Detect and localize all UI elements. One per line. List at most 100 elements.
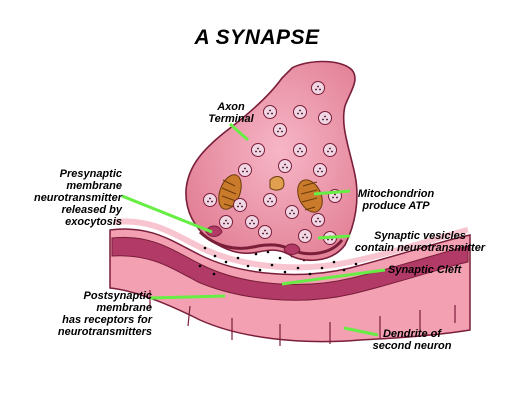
vesicle [293, 143, 307, 157]
vesicle-neurotransmitter [299, 109, 301, 112]
vesicle [323, 143, 337, 157]
vesicle-neurotransmitter [284, 163, 286, 166]
vesicle-neurotransmitter [264, 229, 266, 232]
vesicle-neurotransmitter [251, 219, 253, 222]
vesicle [313, 163, 327, 177]
vesicle-neurotransmitter [327, 150, 329, 153]
label-mitochondrion: Mitochondrion produce ATP [357, 188, 435, 212]
vesicle [298, 229, 312, 243]
vesicle-neurotransmitter [317, 217, 319, 220]
vesicle-neurotransmitter [277, 130, 279, 133]
diagram-title: A SYNAPSE [194, 26, 320, 49]
vesicle-neurotransmitter [225, 219, 227, 222]
vesicle-neurotransmitter [282, 166, 284, 169]
vesicle-neurotransmitter [297, 150, 299, 153]
vesicle [278, 159, 292, 173]
vesicle [233, 198, 247, 212]
vesicle [258, 225, 272, 239]
vesicle-neurotransmitter [209, 197, 211, 200]
vesicle [311, 81, 325, 95]
vesicle-neurotransmitter [239, 202, 241, 205]
vesicle-neurotransmitter [249, 222, 251, 225]
vesicle-neurotransmitter [207, 200, 209, 203]
vesicle-neurotransmitter [289, 212, 291, 215]
vesicle-neurotransmitter [315, 220, 317, 223]
vesicle-neurotransmitter [244, 167, 246, 170]
vesicle-neurotransmitter [317, 85, 319, 88]
vesicle-neurotransmitter [281, 130, 283, 133]
label-synaptic-cleft: Synaptic Cleft [388, 264, 462, 276]
vesicle [285, 205, 299, 219]
label-synaptic-vesicles: Synaptic vesicles contain neurotransmitt… [354, 230, 486, 254]
vesicle-neurotransmitter [331, 150, 333, 153]
vesicle-neurotransmitter [259, 150, 261, 153]
vesicle [219, 215, 233, 229]
vesicle [318, 111, 332, 125]
vesicle-neurotransmitter [299, 147, 301, 150]
vesicle [263, 105, 277, 119]
vesicle-neurotransmitter [246, 170, 248, 173]
vesicle-neurotransmitter [319, 167, 321, 170]
vesicle-neurotransmitter [227, 222, 229, 225]
label-dendrite: Dendrite of second neuron [372, 328, 452, 352]
vesicle-neurotransmitter [267, 112, 269, 115]
vesicle-neurotransmitter [315, 88, 317, 91]
vesicle-neurotransmitter [317, 170, 319, 173]
vesicle [238, 163, 252, 177]
vesicle-neurotransmitter [302, 236, 304, 239]
vesicle [245, 215, 259, 229]
cleft-neurotransmitter-dots [198, 242, 358, 276]
vesicle-neurotransmitter [297, 112, 299, 115]
vesicle-neurotransmitter [301, 150, 303, 153]
vesicle [263, 193, 277, 207]
vesicle-neurotransmitter [242, 170, 244, 173]
vesicle-neurotransmitter [331, 238, 333, 241]
vesicle-neurotransmitter [223, 222, 225, 225]
vesicle [251, 143, 265, 157]
vesicle-neurotransmitter [329, 147, 331, 150]
vesicle-neurotransmitter [253, 222, 255, 225]
vesicle-neurotransmitter [332, 196, 334, 199]
vesicle-neurotransmitter [271, 200, 273, 203]
vesicle-neurotransmitter [336, 196, 338, 199]
vesicle-neurotransmitter [322, 118, 324, 121]
vesicle-neurotransmitter [262, 232, 264, 235]
vesicle-neurotransmitter [267, 200, 269, 203]
vesicle-neurotransmitter [257, 147, 259, 150]
vesicle-neurotransmitter [286, 166, 288, 169]
vesicle-neurotransmitter [327, 238, 329, 241]
vesicle-neurotransmitter [324, 115, 326, 118]
vesicle-neurotransmitter [319, 88, 321, 91]
label-postsynaptic-membrane: Postsynaptic membrane has receptors for … [57, 290, 152, 338]
vesicle-neurotransmitter [266, 232, 268, 235]
vesicle-neurotransmitter [291, 209, 293, 212]
vesicle-neurotransmitter [255, 150, 257, 153]
leader-lines [121, 122, 386, 337]
vesicle-neurotransmitter [326, 118, 328, 121]
dendrite [109, 218, 471, 346]
vesicle-neurotransmitter [293, 212, 295, 215]
label-presynaptic-membrane: Presynaptic membrane neurotransmitter re… [33, 168, 122, 228]
vesicle [273, 123, 287, 137]
vesicle-neurotransmitter [237, 205, 239, 208]
vesicle [293, 105, 307, 119]
vesicle-neurotransmitter [306, 236, 308, 239]
vesicle-neurotransmitter [334, 193, 336, 196]
vesicle-neurotransmitter [211, 200, 213, 203]
vesicle-neurotransmitter [271, 112, 273, 115]
vesicle [203, 193, 217, 207]
vesicle-neurotransmitter [301, 112, 303, 115]
vesicle-neurotransmitter [269, 109, 271, 112]
label-axon-terminal: Axon Terminal [208, 101, 254, 125]
vesicle-neurotransmitter [304, 233, 306, 236]
vesicle [311, 213, 325, 227]
vesicle-neurotransmitter [241, 205, 243, 208]
vesicle-neurotransmitter [319, 220, 321, 223]
vesicle-neurotransmitter [279, 127, 281, 130]
vesicle-neurotransmitter [269, 197, 271, 200]
exocytosis-sites [205, 225, 301, 255]
vesicle-neurotransmitter [321, 170, 323, 173]
synaptic-vesicles [203, 81, 342, 245]
